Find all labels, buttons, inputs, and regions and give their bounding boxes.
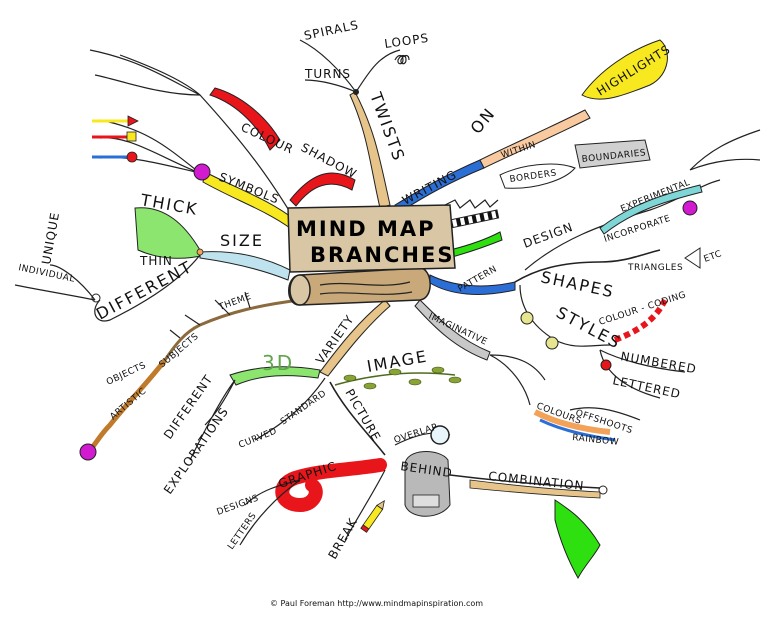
label-styles: STYLES [553,303,625,353]
symbol-square [126,131,137,142]
shapes-branch [514,249,661,283]
styles-loop-icon-2 [545,336,559,350]
symbol-triangle [127,115,139,127]
theme-twigs [169,291,251,339]
explorations-lines [189,379,236,461]
borders-shape [499,163,576,189]
vine-leaves [343,366,462,390]
colour-branch [119,54,291,213]
graphic-red-hook [275,458,387,513]
symbols-lines [99,119,201,174]
symbol-circle [126,151,138,163]
unique-individual-lines [14,264,96,301]
size-node [196,248,204,256]
offshoots-line [569,407,641,421]
colours-rainbow [533,409,611,435]
label-lettered: LETTERED [611,373,682,401]
label-picture: PICTURE [342,387,383,444]
label-loops: LOOPS [383,31,430,51]
magnifier-icon [430,425,450,445]
designs-letters-lines [239,479,301,546]
label-3d: 3D [262,351,294,375]
different-spiral-icon [91,293,101,303]
pattern-blue-wave [429,274,516,295]
design-teal-ribbon [599,184,703,235]
pencil-icon [360,499,385,533]
highlights-yellow-blob [581,39,668,100]
label-rainbow: RAINBOW [572,433,620,448]
lettered-icon [600,359,612,371]
behind-phone-screen [412,494,440,508]
label-shapes: SHAPES [539,267,616,301]
pattern-zigzag-1 [444,199,499,209]
boundaries-box [574,139,651,169]
picture-branch [329,381,386,456]
log-end [289,274,311,306]
loops-icon [394,54,410,65]
colours-rainbow-2 [539,418,616,442]
break-line [344,469,386,541]
boundaries-lines [689,129,761,171]
label-individual: INDIVIDUAL [17,263,75,285]
label-letters: LETTERS [226,511,259,552]
size-blue-ribbon [199,251,291,281]
title-line-2: BRANCHES [310,243,454,267]
styles-loop-icon [520,311,534,325]
label-thin: THIN [139,254,173,268]
lettered-branch [599,349,661,399]
imaginative-grey-ribbon [414,299,491,361]
label-artistic: ARTISTIC [109,386,149,422]
on-orange-ribbon [479,109,591,169]
label-triangles: TRIANGLES [627,263,683,273]
imaginative-lines [489,354,546,406]
label-design: DESIGN [521,220,575,251]
incorporate-node [682,200,698,216]
variety-tan-ribbon [319,299,391,377]
colour-sub-lines [89,49,201,96]
curved-standard-line [254,377,326,441]
label-spirals: SPIRALS [303,18,360,43]
label-objects: OBJECTS [105,361,148,388]
label-writing: WRITING [400,167,459,207]
label-etc: ETC [703,249,724,265]
artistic-brush [88,358,167,452]
shadow-red-bar [289,172,356,207]
pattern-stripes [449,209,500,229]
combination-end-icon [598,485,608,495]
spirals-loops-lines [299,39,401,93]
three-d-green-ribbon [229,366,321,386]
triangle-icon [684,247,701,269]
title-box [287,204,456,273]
label-numbered: NUMBERED [619,349,697,376]
label-size: SIZE [220,231,264,250]
combination-green-flag [554,499,601,580]
label-standard: STANDARD [279,389,329,428]
combination-tan-bar [469,479,601,499]
label-turns: TURNS [304,67,351,81]
shadow-red-ribbon [209,87,281,151]
different-branch [94,254,201,322]
theme-brown-branch [163,298,301,361]
symbols-node [193,163,211,181]
title-line-1: MIND MAP [296,217,436,241]
log-grain [319,281,413,295]
combination-branch [449,474,601,489]
label-on: ON [467,103,500,137]
artistic-node [79,443,97,461]
copyright-credit: © Paul Foreman http://www.mindmapinspira… [270,599,483,608]
colour-coding-bar [613,298,668,343]
label-curved: CURVED [237,426,278,450]
label-unique: UNIQUE [39,211,62,266]
numbered-branch [599,349,686,373]
pattern-green-ribbon [449,231,503,258]
label-break: BREAK [325,515,360,561]
